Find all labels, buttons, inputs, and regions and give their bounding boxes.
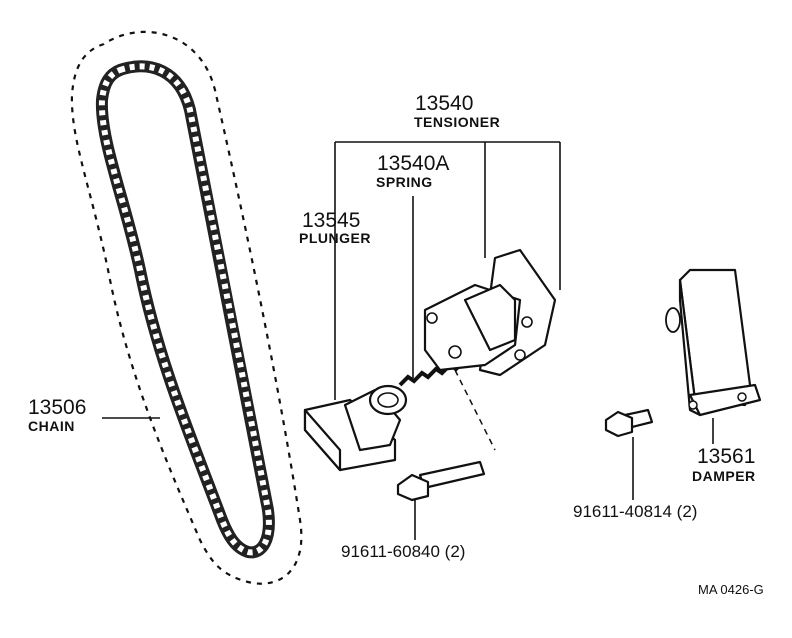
damper — [665, 268, 762, 417]
tensioner-body — [423, 248, 557, 377]
bolt-40814-number: 91611-40814 (2) — [573, 502, 697, 521]
spring-name: SPRING — [376, 174, 433, 190]
plunger — [303, 384, 408, 472]
damper-number: 13561 — [697, 445, 755, 468]
bolt-40814 — [604, 408, 654, 438]
bolt-60840-number: 91611-60840 (2) — [341, 542, 465, 561]
tensioner-name: TENSIONER — [414, 114, 500, 130]
damper-name: DAMPER — [692, 468, 756, 484]
plunger-name: PLUNGER — [299, 230, 371, 246]
chain-name: CHAIN — [28, 418, 75, 434]
drawing-code: MA 0426-G — [698, 582, 764, 597]
timing-chain — [67, 27, 306, 588]
spring-number: 13540A — [377, 152, 449, 175]
plunger-number: 13545 — [302, 209, 360, 232]
bolt-path-dashed — [454, 369, 496, 451]
chain-number: 13506 — [28, 396, 86, 419]
leader-lines — [102, 141, 714, 540]
bolt-60840 — [396, 460, 486, 502]
tensioner-number: 13540 — [415, 92, 473, 115]
